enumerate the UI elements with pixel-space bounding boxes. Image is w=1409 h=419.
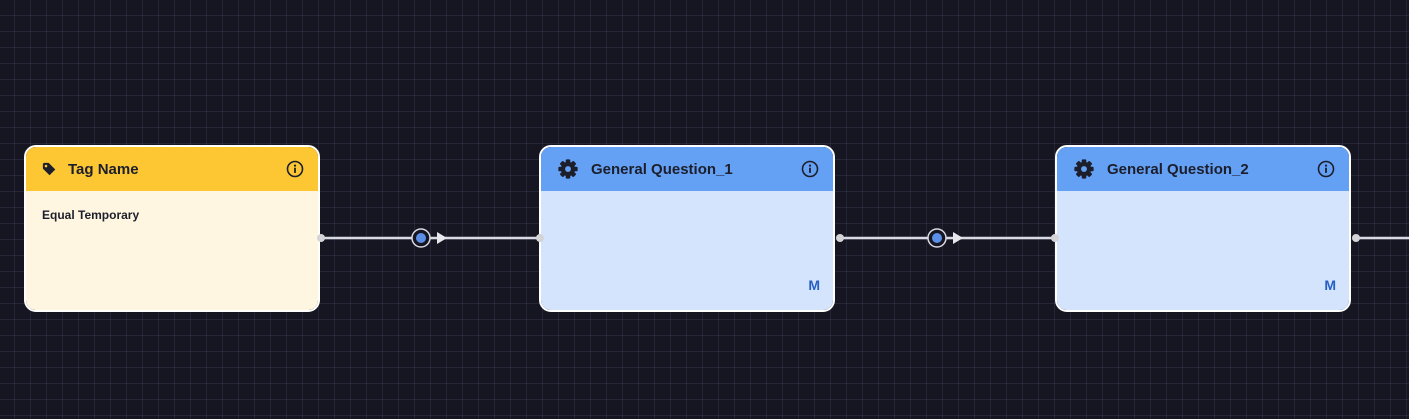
- tag-icon: [42, 162, 56, 176]
- edge-midpoint-marker[interactable]: [411, 228, 431, 248]
- edge-tag-to-question-1[interactable]: [320, 228, 539, 248]
- edge-arrow-icon: [437, 232, 447, 244]
- edge-question-1-to-question-2[interactable]: [841, 228, 1055, 248]
- edge-midpoint-marker[interactable]: [927, 228, 947, 248]
- node-title: General Question_1: [591, 160, 733, 178]
- question-node-1[interactable]: General Question_1 M: [539, 145, 835, 312]
- node-body: M: [541, 191, 833, 310]
- question-node-2[interactable]: General Question_2 M: [1055, 145, 1351, 312]
- node-body: Equal Temporary: [26, 191, 318, 310]
- node-title: Tag Name: [68, 160, 139, 178]
- tag-node[interactable]: Tag Name Equal Temporary: [24, 145, 320, 312]
- tag-value: Equal Temporary: [42, 208, 140, 222]
- mandatory-badge: M: [808, 277, 820, 293]
- edge-arrow-icon: [953, 232, 963, 244]
- node-header: Tag Name: [26, 147, 318, 191]
- gear-icon: [557, 158, 579, 180]
- info-icon[interactable]: [1317, 160, 1335, 178]
- node-body: M: [1057, 191, 1349, 310]
- node-header: General Question_2: [1057, 147, 1349, 191]
- info-icon[interactable]: [286, 160, 304, 178]
- gear-icon: [1073, 158, 1095, 180]
- node-header: General Question_1: [541, 147, 833, 191]
- mandatory-badge: M: [1324, 277, 1336, 293]
- info-icon[interactable]: [801, 160, 819, 178]
- node-title: General Question_2: [1107, 160, 1249, 178]
